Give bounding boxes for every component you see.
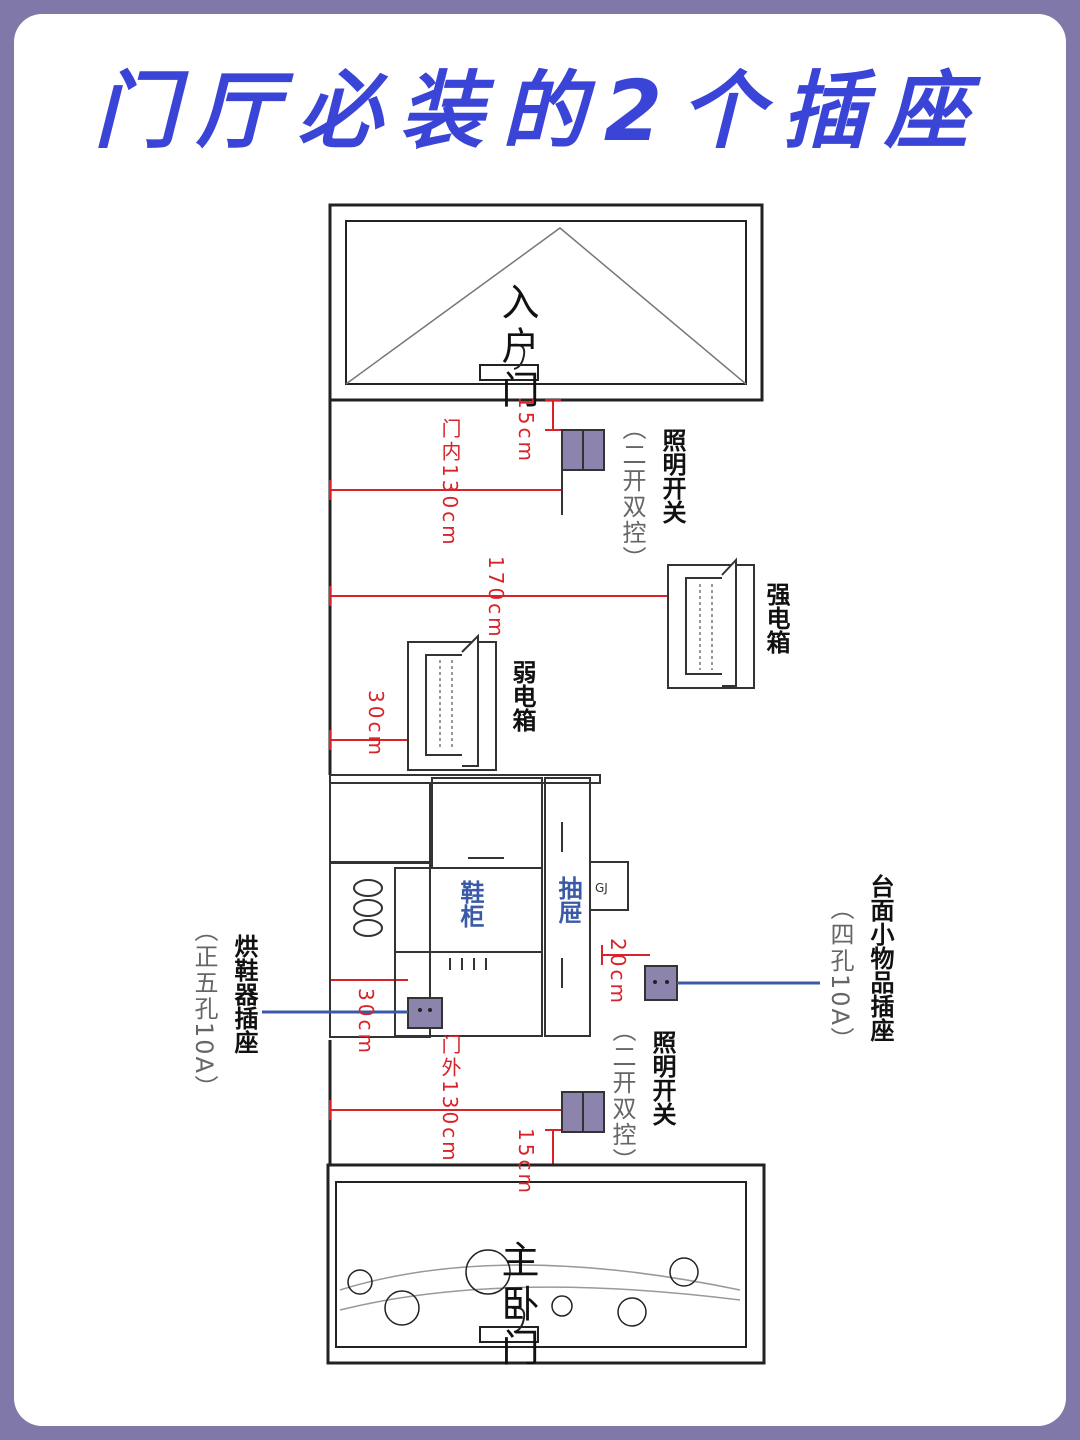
- top-switch-label: 照明开关: [658, 428, 686, 524]
- weak-box-label: 弱电箱: [508, 660, 536, 732]
- shoe-dryer-outlet: [262, 997, 443, 1029]
- dryer-outlet-sub: （正五孔10A）: [190, 918, 218, 1101]
- weak-box-dim: 30cm: [364, 690, 388, 758]
- card: [14, 14, 1066, 1426]
- svg-text:GJ: GJ: [595, 881, 608, 895]
- counter-outlet: [644, 965, 820, 1001]
- strong-electrical-box: [667, 557, 755, 689]
- bedroom-door-label: 主卧门: [495, 1240, 539, 1372]
- top-switch-height-dim: 门内130cm: [438, 418, 462, 548]
- bottom-switch-height-dim: 门外130cm: [438, 1034, 462, 1164]
- dryer-outlet-label: 烘鞋器插座: [230, 934, 258, 1054]
- top-switch-offset-dim: 15cm: [514, 396, 538, 464]
- top-switch-sub: （二开双控）: [618, 416, 646, 572]
- bottom-switch-label: 照明开关: [648, 1030, 676, 1126]
- weak-electrical-box: [407, 633, 497, 771]
- bedroom-door: [326, 1163, 766, 1365]
- counter-outlet-sub: （四孔10A）: [826, 896, 854, 1053]
- shoe-cabinet: GJ: [329, 774, 629, 1038]
- entry-door: [328, 203, 764, 402]
- counter-outlet-label: 台面小物品插座: [866, 874, 894, 1042]
- bottom-switch-offset-dim: 15cm: [514, 1128, 538, 1196]
- page-title: 门厅必装的2个插座: [93, 62, 987, 160]
- strong-box-label: 强电箱: [762, 582, 790, 654]
- dryer-outlet-dim: 30cm: [354, 988, 378, 1056]
- shoe-cabinet-label: 鞋柜: [456, 880, 484, 928]
- bottom-switch-sub: （二开双控）: [608, 1018, 636, 1174]
- drawer-label: 抽屉: [554, 876, 582, 924]
- counter-outlet-dim: 20cm: [606, 938, 630, 1006]
- bottom-light-switch: [561, 1091, 605, 1133]
- top-light-switch: [561, 429, 605, 515]
- strong-box-dim: 170cm: [484, 556, 508, 640]
- entry-door-label: 入户门: [495, 282, 539, 414]
